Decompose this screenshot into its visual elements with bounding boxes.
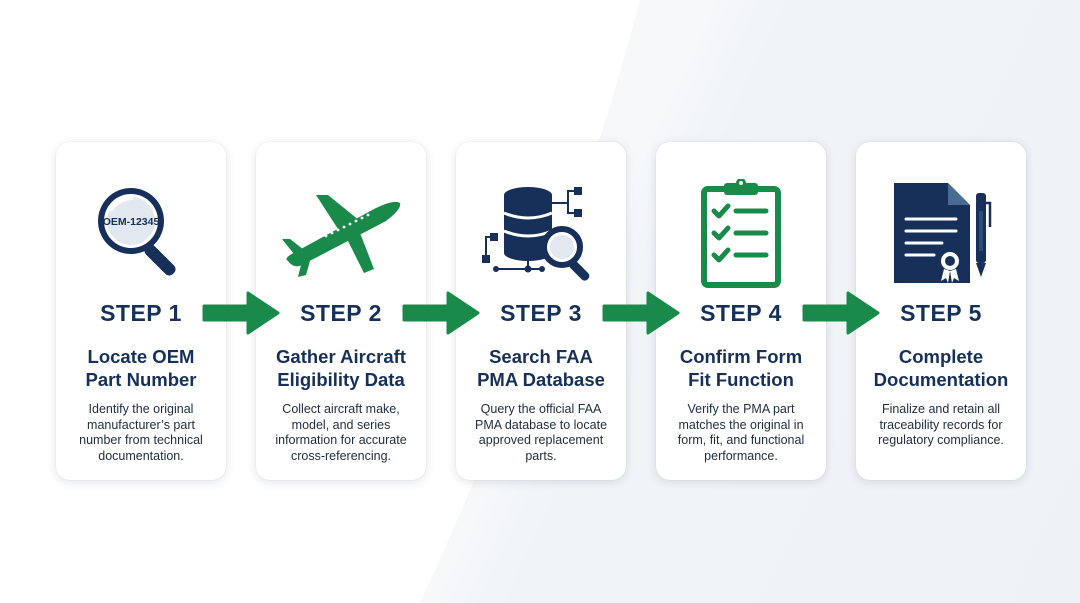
step-title: Confirm Form Fit Function	[662, 345, 820, 391]
step-description: Collect aircraft make, model, and series…	[275, 402, 407, 463]
step-title: Complete Documentation	[862, 345, 1020, 391]
step-title: Search FAA PMA Database	[462, 345, 620, 391]
airplane-icon	[256, 164, 426, 304]
step-title-line2: Fit Function	[688, 369, 794, 390]
step-label: STEP 1	[100, 300, 182, 326]
database-search-icon	[456, 164, 626, 304]
step-card-2: STEP 2 Gather Aircraft Eligibility Data …	[256, 142, 426, 480]
step-title-line1: Complete	[898, 346, 984, 367]
step-description: Identify the original manufacturer’s par…	[79, 402, 203, 463]
step-title-line1: Locate OEM	[87, 346, 195, 367]
step-title-line1: Search FAA	[489, 346, 593, 367]
step-title-line1: Confirm Form	[679, 346, 803, 367]
arrow-right-icon	[602, 291, 680, 335]
step-label: STEP 5	[900, 300, 982, 326]
step-label: STEP 4	[700, 300, 782, 326]
arrow-right-icon	[202, 291, 280, 335]
magnifier-icon: OEM-12345	[56, 164, 226, 304]
arrow-right-icon	[402, 291, 480, 335]
clipboard-checklist-icon	[656, 164, 826, 304]
step-title-line2: Part Number	[85, 369, 197, 390]
step-card-1: OEM-12345 STEP 1 Locate OEM Part Number …	[56, 142, 226, 480]
step-title: Gather Aircraft Eligibility Data	[262, 345, 420, 391]
step-description: Verify the PMA part matches the original…	[677, 402, 805, 463]
step-description: Query the official FAA PMA database to l…	[474, 402, 608, 463]
step-title-line2: Eligibility Data	[277, 369, 405, 390]
step-title: Locate OEM Part Number	[62, 345, 220, 391]
step-label: STEP 3	[500, 300, 582, 326]
arrow-right-icon	[802, 291, 880, 335]
step-card-3: STEP 3 Search FAA PMA Database Query the…	[456, 142, 626, 480]
step-label: STEP 2	[300, 300, 382, 326]
step-card-5: STEP 5 Complete Documentation Finalize a…	[856, 142, 1026, 480]
document-certificate-icon	[856, 164, 1026, 304]
step-title-line2: Documentation	[873, 369, 1009, 390]
oem-part-number-text: OEM-12345	[103, 216, 160, 228]
step-title-line2: PMA Database	[477, 369, 605, 390]
step-card-4: STEP 4 Confirm Form Fit Function Verify …	[656, 142, 826, 480]
step-title-line1: Gather Aircraft	[276, 346, 406, 367]
step-description: Finalize and retain all traceability rec…	[878, 402, 1004, 447]
